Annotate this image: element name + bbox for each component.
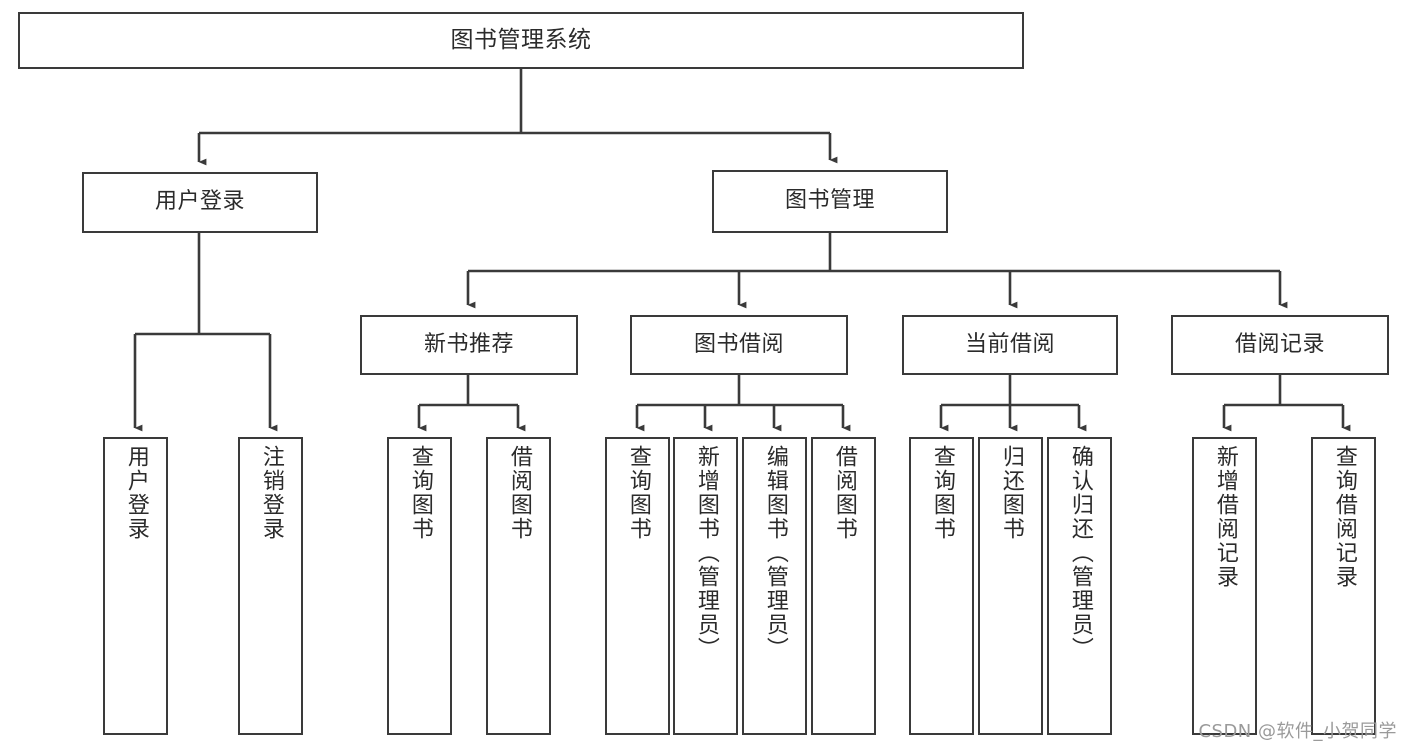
node-label: 借阅图书 [506,445,532,541]
node-leaf-logout-login[interactable]: 注销登录 [238,437,303,735]
node-label: 用户登录 [123,445,149,541]
node-label: 借阅记录 [1234,331,1325,357]
node-label: 编辑图书（管理员） [762,445,788,661]
node-label: 用户登录 [154,189,245,215]
node-user-login[interactable]: 用户登录 [82,172,318,233]
node-label: 查询图书 [929,445,955,541]
node-new-book-recommend[interactable]: 新书推荐 [360,315,578,375]
csdn-watermark: CSDN @软件_小贺同学 [1198,721,1397,742]
node-leaf-borrow-book-1[interactable]: 借阅图书 [486,437,551,735]
node-leaf-add-book[interactable]: 新增图书（管理员） [673,437,738,735]
node-label: 查询借阅记录 [1331,445,1357,589]
node-label: 查询图书 [407,445,433,541]
node-book-borrow[interactable]: 图书借阅 [630,315,848,375]
node-leaf-edit-book[interactable]: 编辑图书（管理员） [742,437,807,735]
node-label: 图书借阅 [693,331,784,357]
node-label: 新增图书（管理员） [693,445,719,661]
node-leaf-query-book-1[interactable]: 查询图书 [387,437,452,735]
node-leaf-query-book-3[interactable]: 查询图书 [909,437,974,735]
node-label: 注销登录 [258,445,284,541]
node-label: 确认归还（管理员） [1067,445,1093,661]
node-leaf-query-book-2[interactable]: 查询图书 [605,437,670,735]
node-label: 新书推荐 [423,331,514,357]
node-label: 当前借阅 [964,331,1055,357]
node-borrow-record[interactable]: 借阅记录 [1171,315,1389,375]
node-label: 图书管理系统 [450,26,592,53]
node-current-borrow[interactable]: 当前借阅 [902,315,1118,375]
node-leaf-confirm-return[interactable]: 确认归还（管理员） [1047,437,1112,735]
node-leaf-borrow-book-2[interactable]: 借阅图书 [811,437,876,735]
node-leaf-query-borrow-record[interactable]: 查询借阅记录 [1311,437,1376,735]
node-label: 图书管理 [784,188,875,214]
node-label: 归还图书 [998,445,1024,541]
node-label: 查询图书 [625,445,651,541]
node-label: 新增借阅记录 [1212,445,1238,589]
node-root-system[interactable]: 图书管理系统 [18,12,1024,69]
node-leaf-return-book[interactable]: 归还图书 [978,437,1043,735]
node-book-management[interactable]: 图书管理 [712,170,948,233]
node-leaf-add-borrow-record[interactable]: 新增借阅记录 [1192,437,1257,735]
node-label: 借阅图书 [831,445,857,541]
node-leaf-user-login[interactable]: 用户登录 [103,437,168,735]
